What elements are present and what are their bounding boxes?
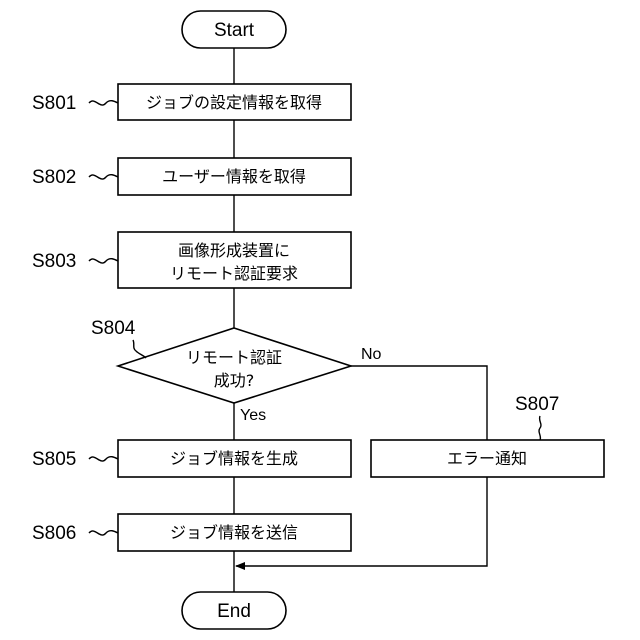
step-s801-text: ジョブの設定情報を取得 <box>146 93 322 112</box>
step-s802-text: ユーザー情報を取得 <box>162 167 306 186</box>
step-s806-id: S806 <box>32 523 76 544</box>
step-s801-id: S801 <box>32 93 76 114</box>
step-s807-leader <box>539 416 541 440</box>
step-s802-tilde <box>89 175 118 179</box>
step-s801-tilde <box>89 101 118 105</box>
step-s807-text: エラー通知 <box>447 449 527 468</box>
step-s804-id: S804 <box>91 318 136 339</box>
step-s807-id: S807 <box>515 394 559 415</box>
step-s802-id: S802 <box>32 167 76 188</box>
step-s803-text-line1: 画像形成装置に <box>178 241 290 260</box>
step-s805-id: S805 <box>32 449 76 470</box>
decision-s804-text-line2: 成功? <box>214 371 255 390</box>
step-s803-text-line2: リモート認証要求 <box>170 264 298 283</box>
branch-no-label: No <box>361 346 382 363</box>
step-s805-text: ジョブ情報を生成 <box>170 449 298 468</box>
decision-s804-text-line1: リモート認証 <box>186 348 282 367</box>
step-s803-id: S803 <box>32 251 76 272</box>
step-s803-tilde <box>89 259 118 263</box>
step-s805-tilde <box>89 457 118 461</box>
connector-no-branch <box>351 366 487 440</box>
step-s806-tilde <box>89 531 118 535</box>
step-s806-text: ジョブ情報を送信 <box>170 523 298 542</box>
branch-yes-label: Yes <box>240 407 266 424</box>
end-label: End <box>217 601 251 622</box>
start-label: Start <box>214 20 255 41</box>
step-s804-leader <box>133 340 146 358</box>
